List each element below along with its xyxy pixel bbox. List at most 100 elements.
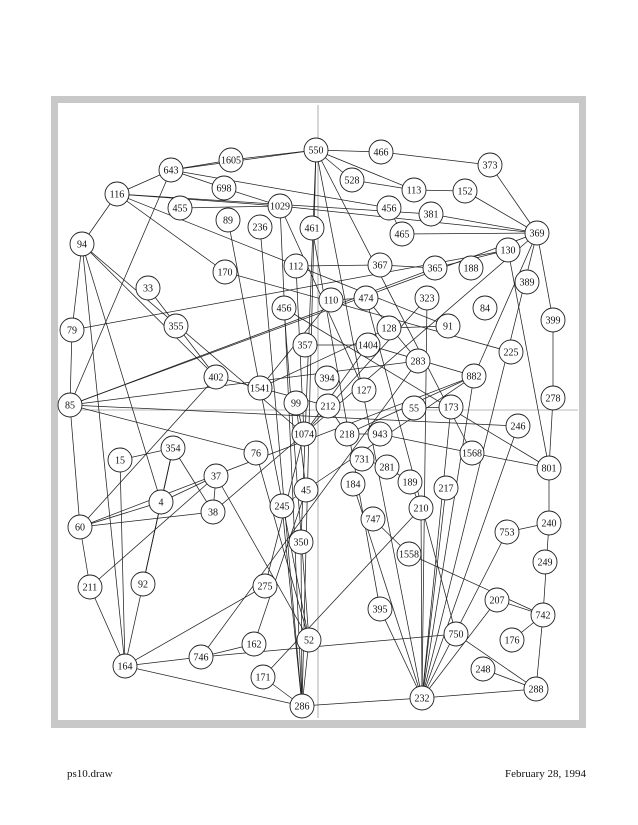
edge-275-164 [124,585,266,667]
node-742: 742 [530,602,556,628]
edge-456b-52 [283,307,310,641]
node-184: 184 [340,471,366,497]
node-circle [396,541,422,567]
node-15: 15 [107,447,133,473]
edge-79-85 [69,329,73,406]
node-label: 402 [209,373,224,384]
node-label: 389 [520,278,535,289]
node-label: 882 [467,372,482,383]
node-circle [267,193,293,219]
node-circle [250,664,276,690]
node-circle [540,385,566,411]
node-249: 249 [532,549,558,575]
node-label: 210 [414,504,429,515]
node-212: 212 [315,393,341,419]
edge-395-232 [379,608,423,699]
edge-466-373 [380,151,491,166]
node-circle [435,313,461,339]
node-circle [283,390,309,416]
node-369: 369 [524,220,550,246]
node-455: 455 [167,195,193,221]
node-label: 474 [359,294,374,305]
edge-350-286 [300,541,303,707]
node-circle [494,519,520,545]
node-94: 94 [69,231,95,257]
edge-399-369 [536,232,554,321]
node-218: 218 [334,421,360,447]
node-350: 350 [288,529,314,555]
node-circle [148,489,174,515]
edge-207-232 [421,599,498,699]
node-label: 742 [536,611,551,622]
edge-381-369 [430,213,538,234]
node-label: 94 [77,240,87,251]
node-label: 79 [67,326,77,337]
node-label: 281 [380,463,395,474]
edge-217-232 [421,487,447,699]
node-label: 286 [295,702,310,713]
node-circle [158,157,184,183]
node-248: 248 [470,656,496,682]
edge-76-52 [255,452,310,641]
node-33: 33 [135,275,161,301]
node-99: 99 [283,390,309,416]
node-circle [523,676,549,702]
node-label: 225 [504,348,519,359]
node-130: 130 [495,237,521,263]
node-label: 357 [298,341,313,352]
node-354: 354 [160,435,186,461]
node-85: 85 [57,392,83,418]
node-label: 461 [305,224,320,235]
node-365: 365 [422,255,448,281]
node-circle [112,653,138,679]
node-circle [334,421,360,447]
edge-38-60 [79,511,214,528]
node-92: 92 [130,571,156,597]
node-label: 466 [374,148,389,159]
edge-37-52 [215,475,310,641]
edge-112-367 [295,264,381,267]
node-circle [472,295,498,321]
node-label: 99 [291,399,301,410]
node-circle [360,506,386,532]
node-circle [367,596,393,622]
node-label: 218 [340,430,355,441]
node-label: 110 [324,296,339,307]
edge-455-1029 [179,205,281,209]
node-circle [160,435,186,461]
node-label: 288 [529,685,544,696]
node-circle [498,339,524,365]
node-label: 84 [480,304,490,315]
node-label: 643 [164,166,179,177]
node-label: 278 [546,394,561,405]
node-circle [77,574,103,600]
edge-173-232 [421,406,452,699]
edge-171-210 [262,507,422,678]
node-label: 37 [211,472,221,483]
node-label: 184 [346,480,361,491]
edge-1029-369 [279,205,538,234]
node-circle [291,421,317,447]
edge-15-164 [119,459,126,667]
edge-369-232 [421,232,538,699]
node-circle [458,255,484,281]
edge-89-1541 [227,219,261,389]
edge-76-85 [69,404,257,454]
node-circle [104,181,130,207]
node-circle [367,421,393,447]
node-1568: 1568 [459,440,485,466]
node-label: 212 [321,402,336,413]
node-288: 288 [523,676,549,702]
node-label: 45 [301,486,311,497]
node-456b: 456 [271,295,297,321]
node-label: 52 [304,636,314,647]
node-60: 60 [67,514,93,540]
node-466: 466 [368,139,394,165]
node-399: 399 [540,307,566,333]
node-84: 84 [472,295,498,321]
node-76: 76 [243,440,269,466]
node-circle [296,627,322,653]
node-circle [530,602,556,628]
node-label: 1605 [221,156,241,167]
node-323: 323 [414,285,440,311]
